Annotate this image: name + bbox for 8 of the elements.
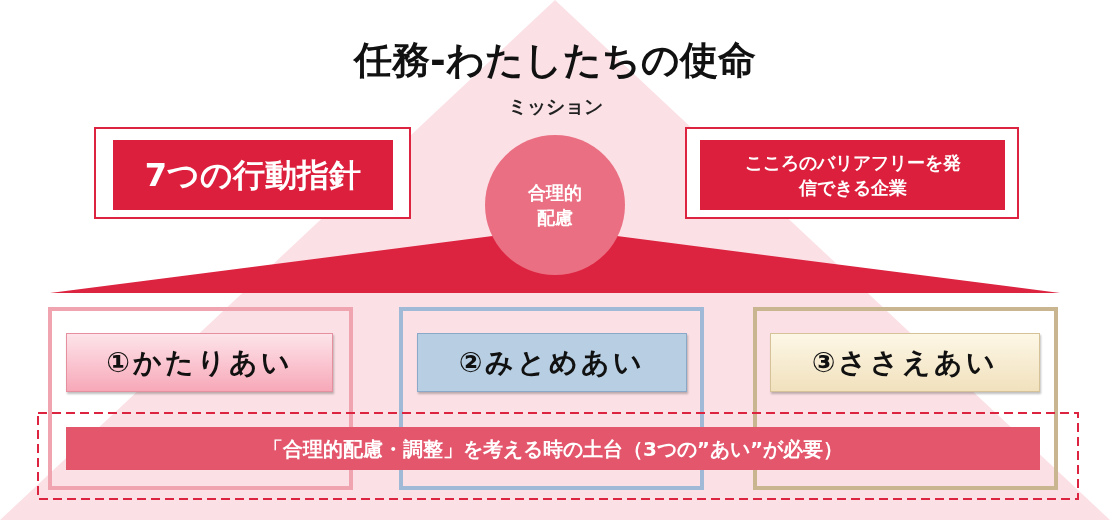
subtitle: ミッション: [506, 94, 604, 119]
foundation-bar: 「合理的配慮・調整」を考える時の土台（3つの”あい”が必要）: [66, 427, 1040, 470]
pillar-box: ②みとめあい: [417, 333, 687, 392]
heading-box: こころのバリアフリーを発信できる企業: [700, 140, 1005, 210]
pillar-box: ③ささえあい: [770, 333, 1040, 392]
title: 任務-わたしたちの使命: [352, 36, 757, 84]
heading-box: 7つの行動指針: [113, 140, 393, 210]
pillar-box: ①かたりあい: [66, 333, 333, 392]
